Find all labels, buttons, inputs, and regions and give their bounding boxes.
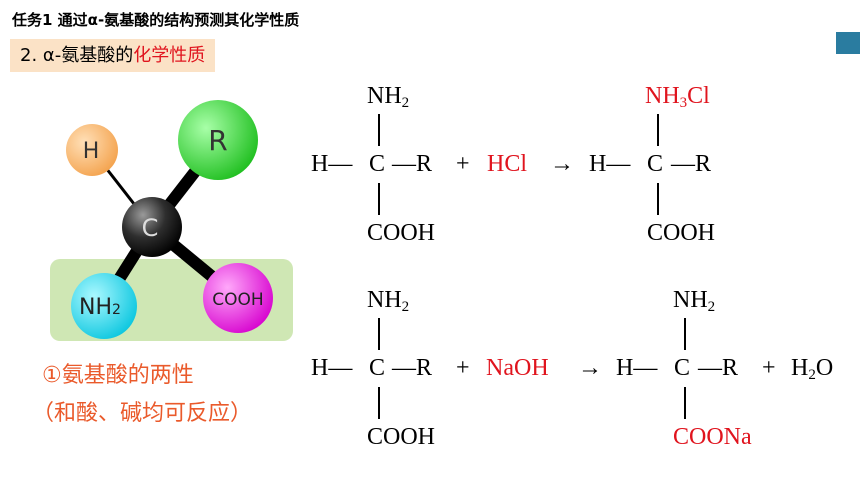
r1-product-mid-h: H—: [589, 151, 631, 177]
section-subtitle: 2. α-氨基酸的化学性质: [10, 39, 216, 72]
svg-text:COOH: COOH: [212, 290, 263, 310]
r1-product-bond-top: [657, 114, 659, 146]
r2-reactant-mid-h: H—: [311, 355, 353, 381]
carbon-atom: C: [122, 197, 182, 257]
r2-product-bottom: COONa: [673, 424, 752, 450]
corner-decoration: [836, 32, 860, 54]
r2-product-mid-r: —R: [698, 355, 739, 381]
r2-reactant-top: NH2: [367, 287, 410, 315]
r1-product-bottom: COOH: [647, 220, 716, 246]
r1-product-top: NH3Cl: [645, 83, 710, 111]
amino-acid-molecule: H R C NH2 COOH: [50, 100, 293, 341]
r2-reactant-bond-top: [378, 318, 380, 350]
r2-reactant-mid-c: C: [369, 355, 386, 381]
r2-reactant-bond-bottom: [378, 387, 380, 419]
subtitle-highlight: 化学性质: [133, 45, 206, 66]
carboxyl-group-atom: COOH: [203, 263, 273, 333]
r1-reactant-top: NH2: [367, 83, 410, 111]
r2-reagent: NaOH: [486, 355, 549, 381]
svg-text:R: R: [208, 124, 227, 157]
property-line-1: ①氨基酸的两性: [42, 363, 194, 388]
svg-text:NH2: NH2: [79, 295, 121, 320]
subtitle-prefix: 2. α-氨基酸的: [20, 45, 134, 66]
r2-product-bond-top: [684, 318, 686, 350]
r2-arrow: →: [578, 355, 602, 381]
r2-product-top: NH2: [673, 287, 716, 315]
r2-product-bond-bottom: [684, 387, 686, 419]
r1-reactant-mid-h: H—: [311, 151, 353, 177]
r2-water: H2O: [791, 355, 834, 383]
r2-plus: +: [456, 355, 470, 381]
r1-product-bond-bottom: [657, 183, 659, 215]
r1-reactant-bond-top: [378, 114, 380, 146]
amino-group-atom: NH2: [71, 273, 137, 339]
r1-product-mid-c: C: [647, 151, 664, 177]
r2-reactant-mid-r: —R: [392, 355, 433, 381]
r1-product-mid-r: —R: [671, 151, 712, 177]
r1-arrow: →: [550, 151, 574, 177]
property-line-2: （和酸、碱均可反应）: [32, 401, 253, 426]
r-group-atom: R: [178, 100, 258, 180]
r1-plus: +: [456, 151, 470, 177]
r1-reactant-mid-r: —R: [392, 151, 433, 177]
hydrogen-atom: H: [66, 124, 118, 176]
svg-text:C: C: [142, 214, 159, 242]
r2-product-mid-c: C: [674, 355, 691, 381]
svg-text:H: H: [83, 139, 100, 164]
r2-plus-2: +: [762, 355, 776, 381]
r2-product-mid-h: H—: [616, 355, 658, 381]
page-title: 任务1 通过α-氨基酸的结构预测其化学性质: [12, 11, 300, 29]
r1-reactant-bottom: COOH: [367, 220, 436, 246]
r2-reactant-bottom: COOH: [367, 424, 436, 450]
r1-reagent: HCl: [487, 151, 528, 177]
r1-reactant-mid-c: C: [369, 151, 386, 177]
r1-reactant-bond-bottom: [378, 183, 380, 215]
